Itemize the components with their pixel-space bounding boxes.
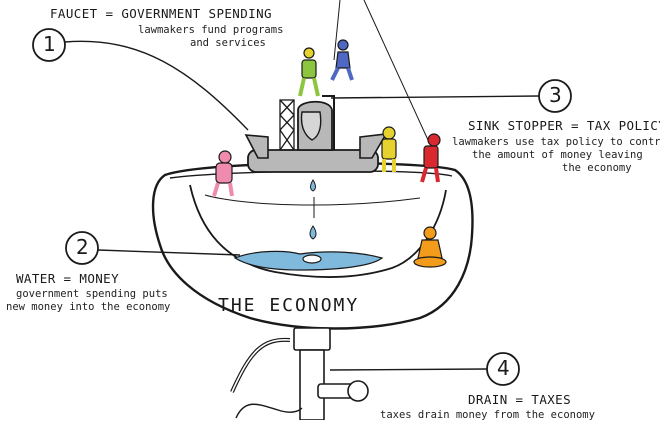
stopper-description-line-2: the amount of money leaving: [472, 149, 643, 161]
drain-pipes: [230, 327, 369, 420]
figure-yellow-standing: [381, 126, 397, 172]
stopper-rod: [322, 95, 335, 150]
callout-1-number: 1: [43, 32, 56, 56]
drain-description-line-1: taxes drain money from the economy: [380, 409, 595, 421]
faucet-spout: [300, 111, 322, 141]
faucet-heading: FAUCET = GOVERNMENT SPENDING: [50, 6, 272, 21]
scaffold: [279, 99, 295, 151]
callout-2-circle: [65, 231, 99, 265]
callout-3-number: 3: [549, 83, 562, 107]
stopper-description-line-1: lawmakers use tax policy to control: [452, 136, 660, 148]
sink-label: THE ECONOMY: [218, 295, 360, 316]
leader-line-3: [330, 95, 540, 99]
figure-green-climbing: [298, 47, 320, 97]
drain-heading: DRAIN = TAXES: [468, 392, 572, 407]
water-description-line-1: government spending puts: [16, 288, 168, 300]
leader-line-2: [97, 249, 241, 256]
water-drop-1: [310, 179, 316, 192]
faucet-description-line-2: and services: [190, 37, 266, 49]
faucet-handle-left: [244, 134, 269, 159]
leader-line-4: [329, 368, 488, 371]
figure-orange-meditating: [413, 226, 447, 268]
figure-blue-hanging: [330, 39, 354, 81]
faucet-description-line-1: lawmakers fund programs: [138, 24, 284, 36]
rope-right: [363, 0, 429, 141]
callout-1-circle: [32, 28, 66, 62]
figure-red-pulling: [420, 133, 441, 183]
stopper-description-line-3: the economy: [562, 162, 632, 174]
leader-line-1: [64, 40, 249, 131]
drain-hole: [302, 254, 322, 264]
rope-left: [333, 0, 341, 61]
water-description-line-2: new money into the economy: [6, 301, 171, 313]
water-drop-2: [309, 225, 317, 240]
callout-2-number: 2: [76, 235, 89, 259]
callout-4-number: 4: [497, 356, 510, 380]
figure-pink-sitting: [212, 150, 234, 197]
faucet-handle-right: [359, 133, 388, 159]
water-heading: WATER = MONEY: [16, 271, 120, 286]
stopper-heading: SINK STOPPER = TAX POLICY: [468, 118, 660, 133]
sink-bowl-shade: [204, 194, 421, 206]
